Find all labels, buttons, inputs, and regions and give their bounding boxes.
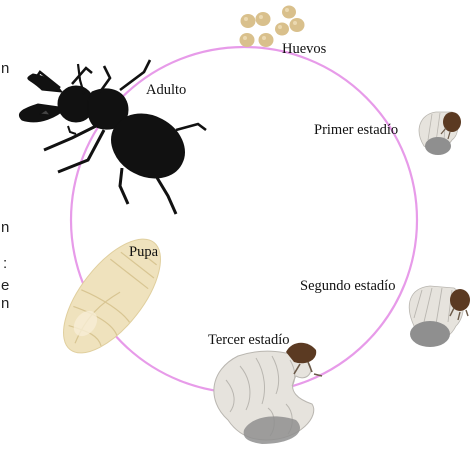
- stage-label-second-instar: Segundo estadío: [300, 278, 395, 294]
- side-fragment: n: [1, 60, 9, 77]
- side-fragment: n: [1, 219, 9, 236]
- side-fragment: n: [1, 295, 9, 312]
- stage-label-adult: Adulto: [146, 82, 186, 98]
- pupa-icon: [46, 223, 179, 368]
- side-text-fragments: n n : e n: [1, 60, 9, 312]
- stage-label-third-instar: Tercer estadío: [208, 332, 290, 348]
- side-fragment: e: [1, 277, 9, 294]
- stage-label-pupa: Pupa: [129, 244, 159, 260]
- side-fragment: :: [3, 255, 7, 272]
- larva-medium-icon: [409, 286, 470, 347]
- stage-label-first-instar: Primer estadío: [314, 122, 398, 138]
- larva-large-icon: [214, 343, 322, 444]
- stage-label-eggs: Huevos: [282, 41, 327, 57]
- larva-small-icon: [419, 112, 461, 155]
